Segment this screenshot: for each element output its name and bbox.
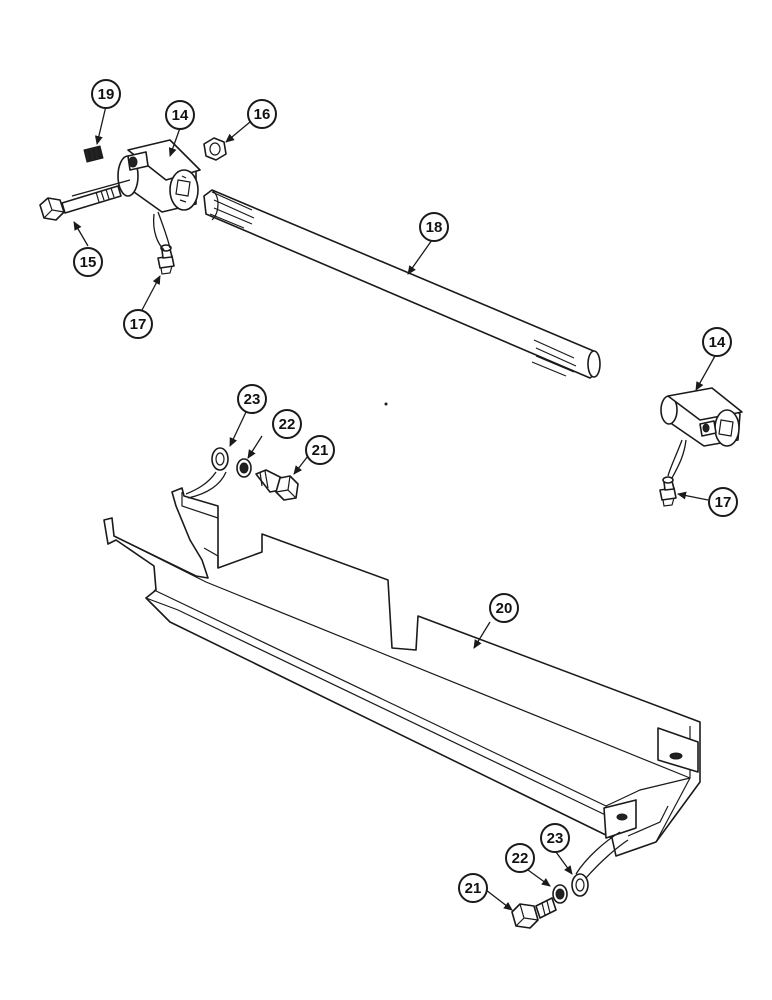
guard-channel-20 [103,487,701,857]
callout-14-top: 14 [165,100,195,130]
bolt-15 [39,185,122,221]
callout-20: 20 [489,593,519,623]
callout-17-top: 17 [123,309,153,339]
washer-23-bottom [571,873,589,897]
callout-label: 16 [254,106,271,123]
callout-14-right: 14 [702,327,732,357]
stray-mark [384,402,388,406]
callout-21-bottom: 21 [458,873,488,903]
callout-22-bottom: 22 [505,843,535,873]
callout-bubbles: 19 14 16 15 18 17 14 17 [73,79,738,903]
callout-label: 20 [496,600,513,617]
set-screw-19 [83,145,104,163]
callout-label: 17 [130,316,147,333]
callout-label: 14 [709,334,726,351]
callout-22-top: 22 [272,409,302,439]
callout-label: 23 [244,391,261,408]
callout-label: 18 [426,219,443,236]
leader-lines [71,105,716,911]
callout-19: 19 [91,79,121,109]
callout-17-right: 17 [708,487,738,517]
washer-23-top [211,447,229,471]
callout-23-top: 23 [237,384,267,414]
callout-21-top: 21 [305,435,335,465]
callout-label: 14 [172,107,189,124]
callout-18: 18 [419,212,449,242]
callout-label: 19 [98,86,115,103]
bolt-21-bottom [511,897,557,929]
callout-label: 21 [312,442,329,459]
coupler-14-right [660,387,743,447]
callout-label: 15 [80,254,97,271]
callout-15: 15 [73,247,103,277]
callout-23-bottom: 23 [540,823,570,853]
lock-washer-22-bottom [552,884,568,904]
callout-label: 17 [715,494,732,511]
grease-fitting-17-right [659,476,677,507]
callout-label: 23 [547,830,564,847]
splined-shaft-18 [203,189,601,379]
grease-fitting-17-top [157,244,175,275]
hex-nut-16 [203,137,227,161]
callout-label: 22 [279,416,296,433]
callout-label: 22 [512,850,529,867]
lock-washer-22-top [236,458,252,478]
coupler-14-top [117,139,201,213]
callout-16: 16 [247,99,277,129]
callout-label: 21 [465,880,482,897]
bolt-21-top [255,469,299,501]
